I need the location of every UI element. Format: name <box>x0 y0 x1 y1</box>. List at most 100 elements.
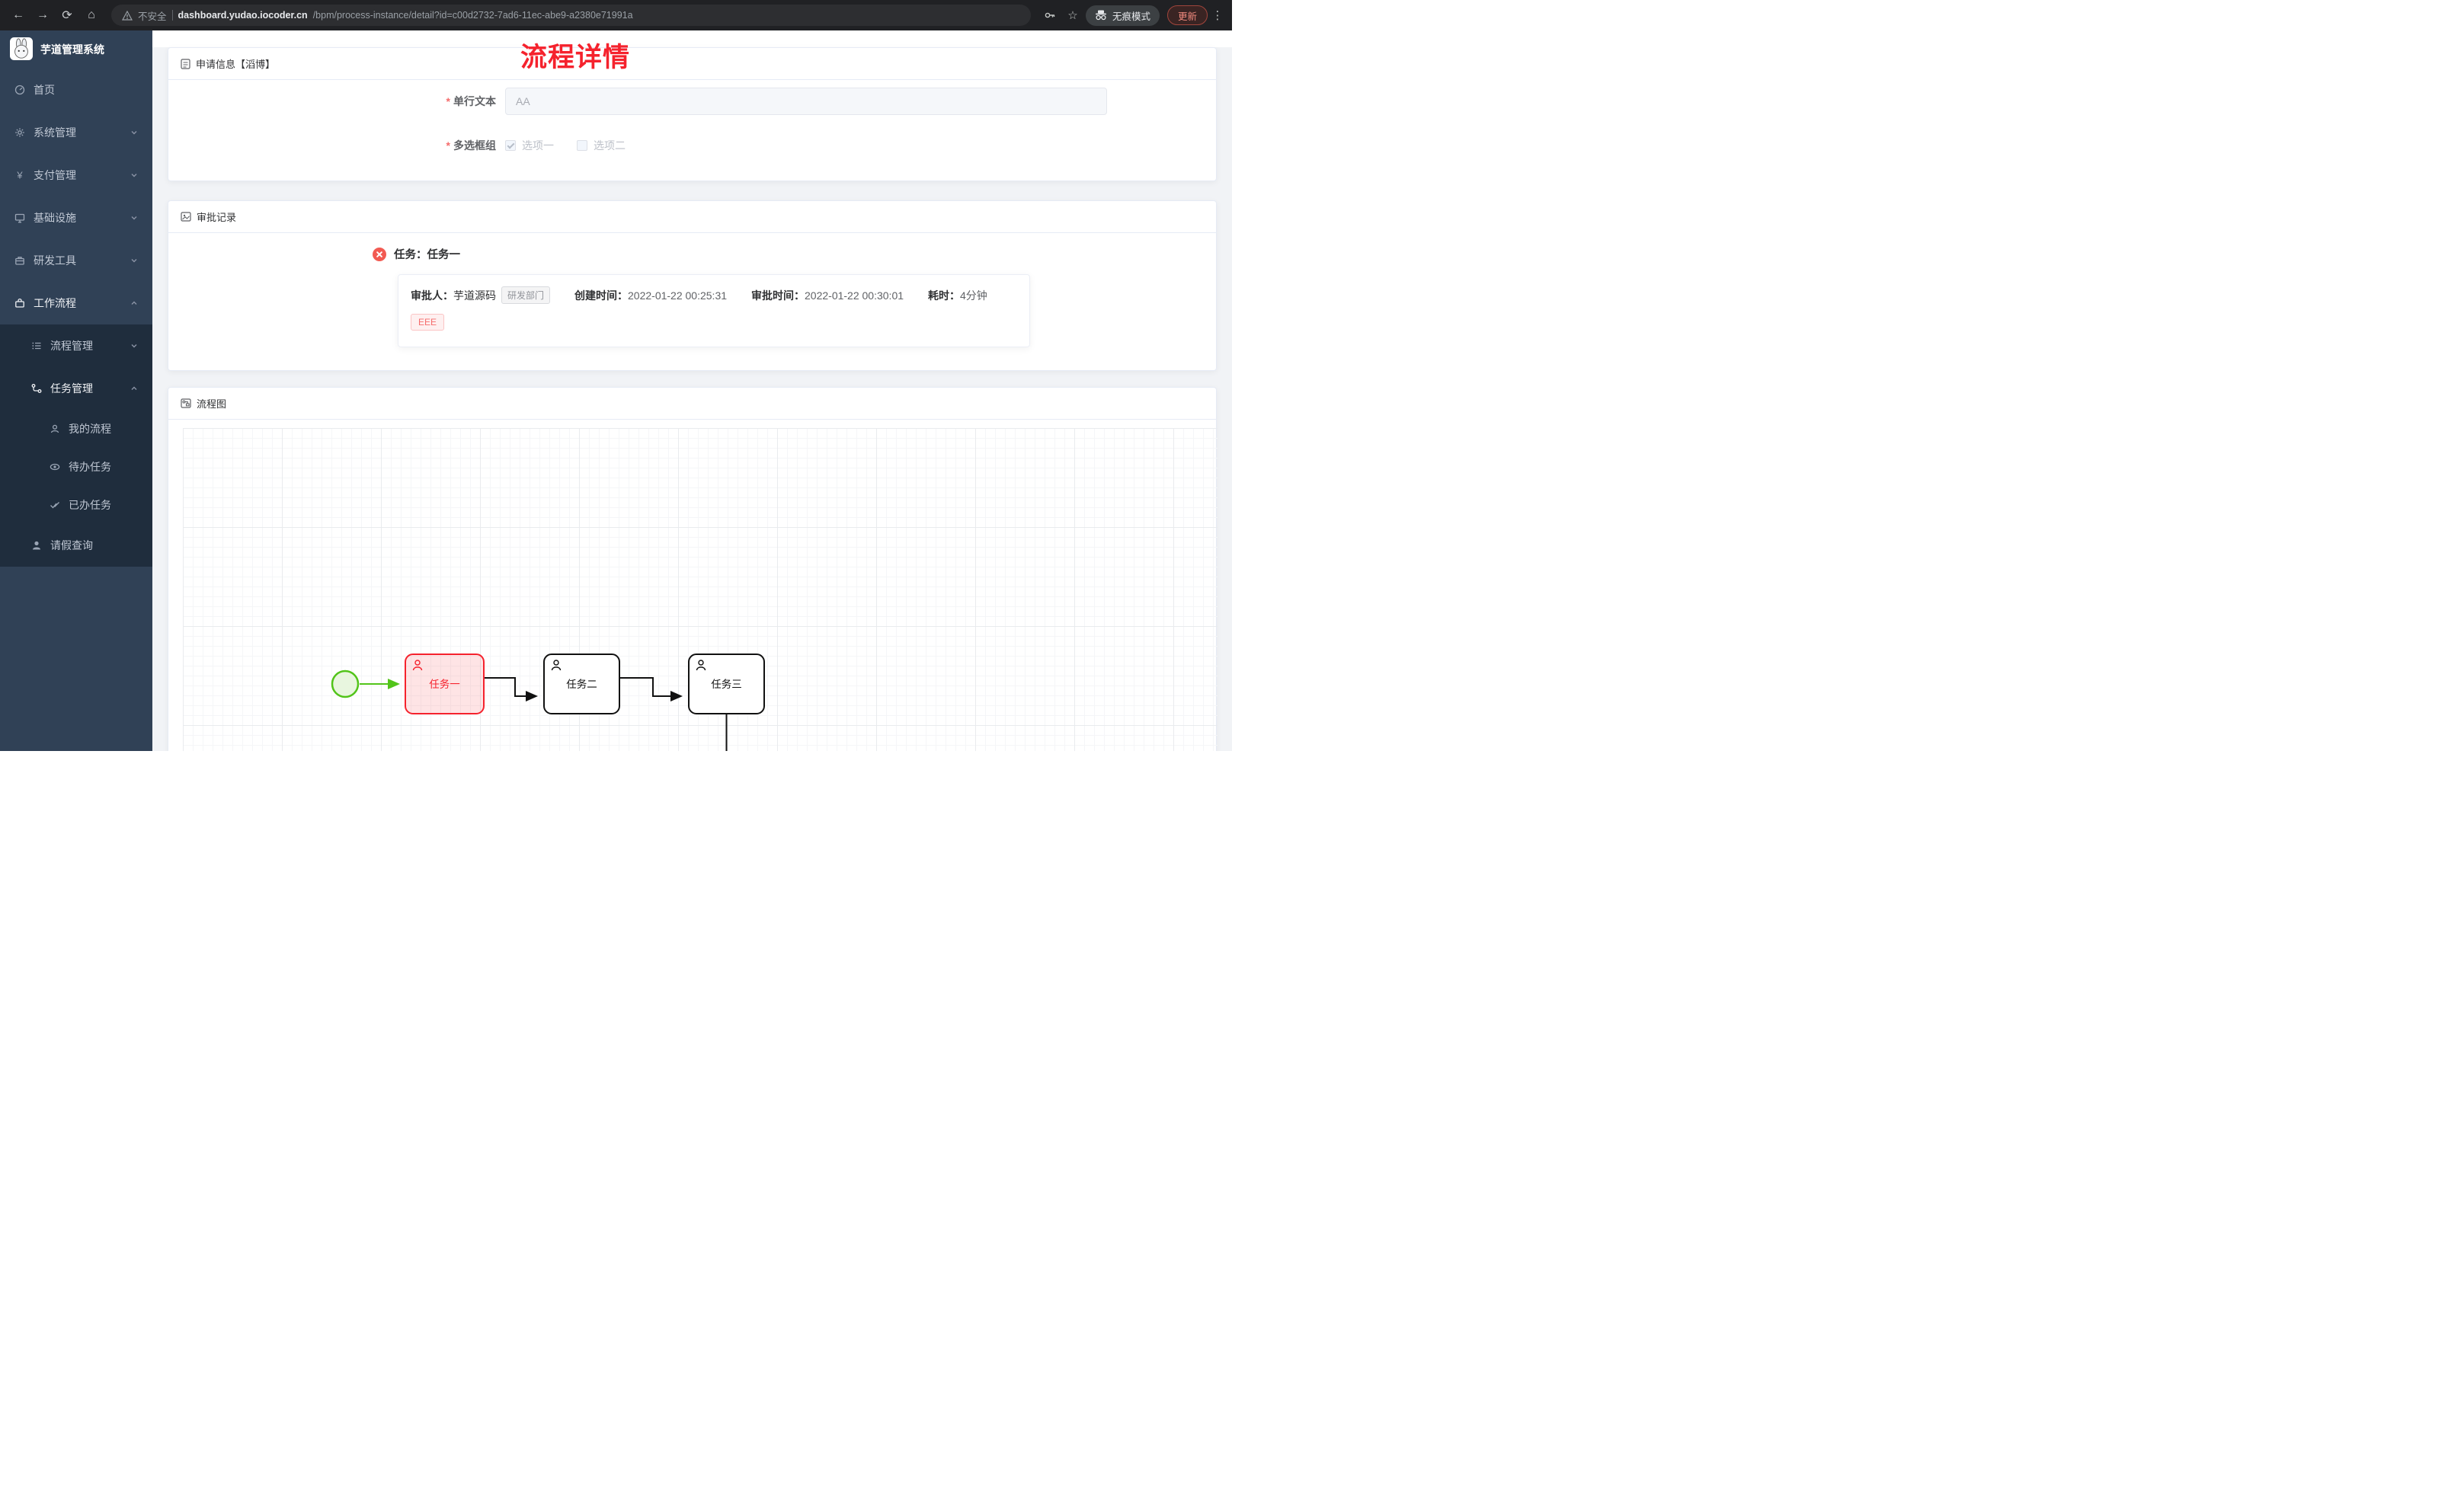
back-icon[interactable]: ← <box>12 8 24 21</box>
task1-node[interactable]: 任务一 <box>405 654 485 714</box>
record-icon <box>181 212 191 222</box>
sidebar-item-task-management[interactable]: 任务管理 <box>0 367 152 410</box>
sidebar-item-system[interactable]: 系统管理 <box>0 111 152 154</box>
briefcase-icon <box>14 298 25 309</box>
form-row-text: 单行文本 AA <box>168 88 1216 115</box>
text-field-input[interactable]: AA <box>505 88 1107 115</box>
sidebar-item-leave-query[interactable]: 请假查询 <box>0 524 152 567</box>
home-icon[interactable]: ⌂ <box>88 8 95 21</box>
chevron-down-icon <box>130 256 139 265</box>
refresh-icon[interactable]: ⟳ <box>62 9 72 22</box>
main-content[interactable]: 流程详情 申请信息【滔博】 单行文本 AA 多选框组 选项一 <box>152 30 1232 751</box>
url-bar[interactable]: 不安全 dashboard.yudao.iocoder.cn/bpm/proce… <box>111 5 1031 26</box>
process-diagram-card-header: 流程图 <box>168 388 1216 420</box>
dashboard-icon <box>14 85 25 96</box>
incognito-icon <box>1095 10 1106 21</box>
warning-icon <box>122 10 133 21</box>
approval-record-card-title: 审批记录 <box>197 212 237 223</box>
approval-record-card-header: 审批记录 <box>168 201 1216 233</box>
app-title: 芋道管理系统 <box>40 43 104 56</box>
approver-group: 审批人： 芋道源码 研发部门 <box>411 286 551 304</box>
task-title: 任务：任务一 <box>394 249 460 261</box>
gear-icon <box>14 127 25 139</box>
forward-icon[interactable]: → <box>37 8 49 21</box>
bpmn-canvas[interactable]: 任务一 任务二 任务三 <box>183 428 1218 751</box>
diagram-icon <box>181 398 191 408</box>
approve-time-label: 审批时间： <box>751 289 805 302</box>
checkbox-option-1[interactable]: 选项一 <box>505 138 554 153</box>
incognito-label: 无痕模式 <box>1112 11 1150 22</box>
approver-name: 芋道源码 <box>453 289 496 302</box>
double-check-icon <box>49 500 60 511</box>
list-icon <box>30 340 42 352</box>
checkbox-checked-icon[interactable] <box>505 140 516 151</box>
menu-kebab-icon[interactable]: ⋮ <box>1211 9 1224 22</box>
sidebar-item-label: 流程管理 <box>50 340 93 352</box>
sidebar-item-done-tasks[interactable]: 已办任务 <box>0 486 152 524</box>
sidebar-item-payment[interactable]: ¥ 支付管理 <box>0 154 152 197</box>
process-diagram-card-title: 流程图 <box>197 398 227 410</box>
chevron-up-icon <box>130 299 139 308</box>
update-button[interactable]: 更新 <box>1166 5 1208 25</box>
sidebar-item-label: 工作流程 <box>34 297 76 309</box>
toolbox-icon <box>14 255 25 267</box>
approve-time-value: 2022-01-22 00:30:01 <box>805 289 904 302</box>
key-icon[interactable] <box>1040 5 1060 25</box>
sidebar-item-dev-tools[interactable]: 研发工具 <box>0 239 152 282</box>
approval-record-card: 审批记录 任务：任务一 审批人： 芋道源码 研发部门 创建时间： 2022-01… <box>168 200 1217 371</box>
checkbox-group-label: 多选框组 <box>168 138 505 153</box>
sidebar-item-todo-tasks[interactable]: 待办任务 <box>0 448 152 486</box>
browser-toolbar: ← → ⟳ ⌂ 不安全 dashboard.yudao.iocoder.cn/b… <box>0 0 1232 30</box>
person-outline-icon <box>49 423 60 435</box>
app-logo-row[interactable]: 芋道管理系统 <box>0 30 152 69</box>
process-diagram-card: 流程图 <box>168 387 1218 751</box>
flow-task2-to-task3 <box>619 677 683 701</box>
url-domain: dashboard.yudao.iocoder.cn <box>178 10 308 21</box>
apply-info-card-header: 申请信息【滔博】 <box>168 48 1216 80</box>
create-time-group: 创建时间： 2022-01-22 00:25:31 <box>574 288 727 303</box>
sidebar-item-label: 首页 <box>34 84 55 96</box>
document-icon <box>181 58 190 69</box>
eye-icon <box>49 462 60 473</box>
checkbox-option-2[interactable]: 选项二 <box>577 138 626 153</box>
app-logo <box>10 37 33 62</box>
sidebar-item-label: 研发工具 <box>34 254 76 267</box>
chevron-down-icon <box>130 341 139 350</box>
start-event-node[interactable] <box>331 670 360 698</box>
content-top-strip <box>152 30 1232 47</box>
user-task-icon <box>696 660 706 671</box>
task2-node[interactable]: 任务二 <box>543 654 620 714</box>
checkbox-unchecked-icon[interactable] <box>577 140 587 151</box>
person-icon <box>30 540 42 551</box>
sidebar-item-label: 任务管理 <box>50 382 93 395</box>
form-row-checkboxes: 多选框组 选项一 选项二 <box>168 138 1216 153</box>
sidebar-item-infrastructure[interactable]: 基础设施 <box>0 197 152 239</box>
yen-icon: ¥ <box>14 170 25 181</box>
sidebar-item-label: 请假查询 <box>50 539 93 551</box>
chevron-up-icon <box>130 384 139 393</box>
sidebar-item-home[interactable]: 首页 <box>0 69 152 111</box>
chevron-down-icon <box>130 213 139 222</box>
star-icon[interactable]: ☆ <box>1067 9 1078 22</box>
text-field-label: 单行文本 <box>168 94 505 109</box>
task3-node[interactable]: 任务三 <box>688 654 765 714</box>
duration-label: 耗时： <box>928 289 961 302</box>
duration-value: 4分钟 <box>960 289 987 302</box>
sidebar-item-label: 待办任务 <box>69 461 111 473</box>
url-path: /bpm/process-instance/detail?id=c00d2732… <box>312 10 633 21</box>
user-task-icon <box>412 660 423 671</box>
branch-icon <box>30 383 42 395</box>
flow-task1-to-task2 <box>484 677 538 701</box>
sidebar-item-label: 支付管理 <box>34 169 76 181</box>
sidebar-item-my-process[interactable]: 我的流程 <box>0 410 152 448</box>
security-label: 不安全 <box>138 11 167 22</box>
chevron-down-icon <box>130 171 139 180</box>
sidebar-item-process-management[interactable]: 流程管理 <box>0 324 152 367</box>
svg-text:¥: ¥ <box>16 170 23 181</box>
sidebar-item-workflow[interactable]: 工作流程 <box>0 282 152 324</box>
sidebar-item-label: 已办任务 <box>69 499 111 511</box>
chevron-down-icon <box>130 128 139 137</box>
create-time-value: 2022-01-22 00:25:31 <box>628 289 728 302</box>
incognito-badge: 无痕模式 <box>1085 5 1160 26</box>
workflow-submenu: 流程管理 任务管理 我的流程 待办任务 已办任务 <box>0 324 152 567</box>
